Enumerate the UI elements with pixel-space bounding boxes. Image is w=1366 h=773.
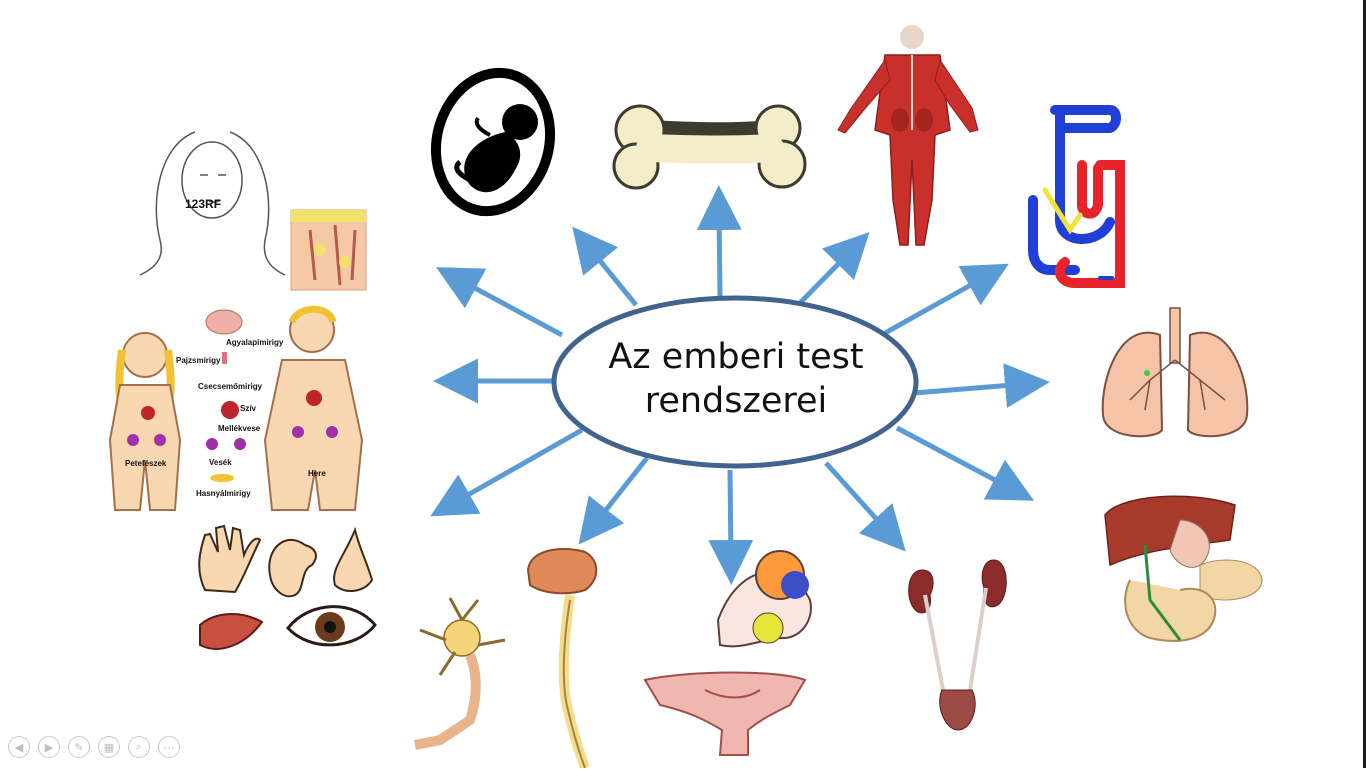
endocrine-system-icon bbox=[108, 305, 364, 511]
arrow-digestive bbox=[895, 425, 1035, 501]
arrow-lungs bbox=[913, 363, 1050, 409]
nervous-system-icon bbox=[414, 548, 598, 770]
urinary-system-icon bbox=[908, 559, 1007, 731]
watermark-text: 123RF bbox=[185, 197, 221, 211]
next-slide-button[interactable]: ▶ bbox=[38, 736, 60, 758]
window-edge bbox=[1363, 0, 1366, 768]
prev-slide-button[interactable]: ◀ bbox=[8, 736, 30, 758]
center-ellipse bbox=[551, 295, 919, 469]
label-thymus: Csecsemőmirigy bbox=[198, 382, 263, 391]
arrow-nervous bbox=[578, 456, 649, 545]
label-kidneys: Vesék bbox=[209, 458, 232, 467]
arrow-senses bbox=[430, 427, 584, 517]
arrow-reproductive bbox=[708, 469, 754, 585]
label-thyroid: Pajzsmirigy bbox=[176, 356, 221, 365]
center-title: Az emberi test rendszerei bbox=[556, 335, 916, 423]
arrow-bone bbox=[696, 185, 742, 297]
pen-button[interactable]: ✎ bbox=[68, 736, 90, 758]
label-ovaries: Petefészek bbox=[125, 459, 167, 468]
zoom-button[interactable]: ⌕ bbox=[128, 736, 150, 758]
spoke-arrows bbox=[430, 185, 1050, 585]
reproductive-system-icon bbox=[643, 550, 812, 756]
arrow-urinary bbox=[824, 461, 906, 552]
muscular-system-icon bbox=[837, 25, 979, 246]
label-pancreas: Hasnyálmirigy bbox=[196, 489, 251, 498]
arrow-skin bbox=[435, 267, 564, 338]
arrow-muscle bbox=[793, 232, 870, 310]
skin-system-icon: 123RF bbox=[139, 131, 367, 291]
label-pituitary: Agyalapimirigy bbox=[226, 338, 284, 347]
senses-icon bbox=[198, 524, 377, 650]
lungs-icon bbox=[1101, 307, 1249, 438]
arrow-circulation bbox=[883, 263, 1009, 336]
label-testes: Here bbox=[308, 469, 326, 478]
presentation-toolbar: ◀ ▶ ✎ ▦ ⌕ ⋯ bbox=[8, 736, 180, 758]
label-adrenal: Mellékvese bbox=[218, 424, 261, 433]
more-options-button[interactable]: ⋯ bbox=[158, 736, 180, 758]
circulatory-system-icon bbox=[1028, 105, 1125, 288]
center-title-line2: rendszerei bbox=[644, 381, 828, 421]
center-title-line1: Az emberi test bbox=[608, 337, 864, 377]
embryo-icon bbox=[430, 67, 556, 217]
bone-icon bbox=[612, 104, 807, 190]
digestive-system-icon bbox=[1104, 495, 1263, 642]
slides-grid-button[interactable]: ▦ bbox=[98, 736, 120, 758]
label-heart: Szív bbox=[240, 404, 257, 413]
arrow-embryo bbox=[572, 226, 638, 307]
